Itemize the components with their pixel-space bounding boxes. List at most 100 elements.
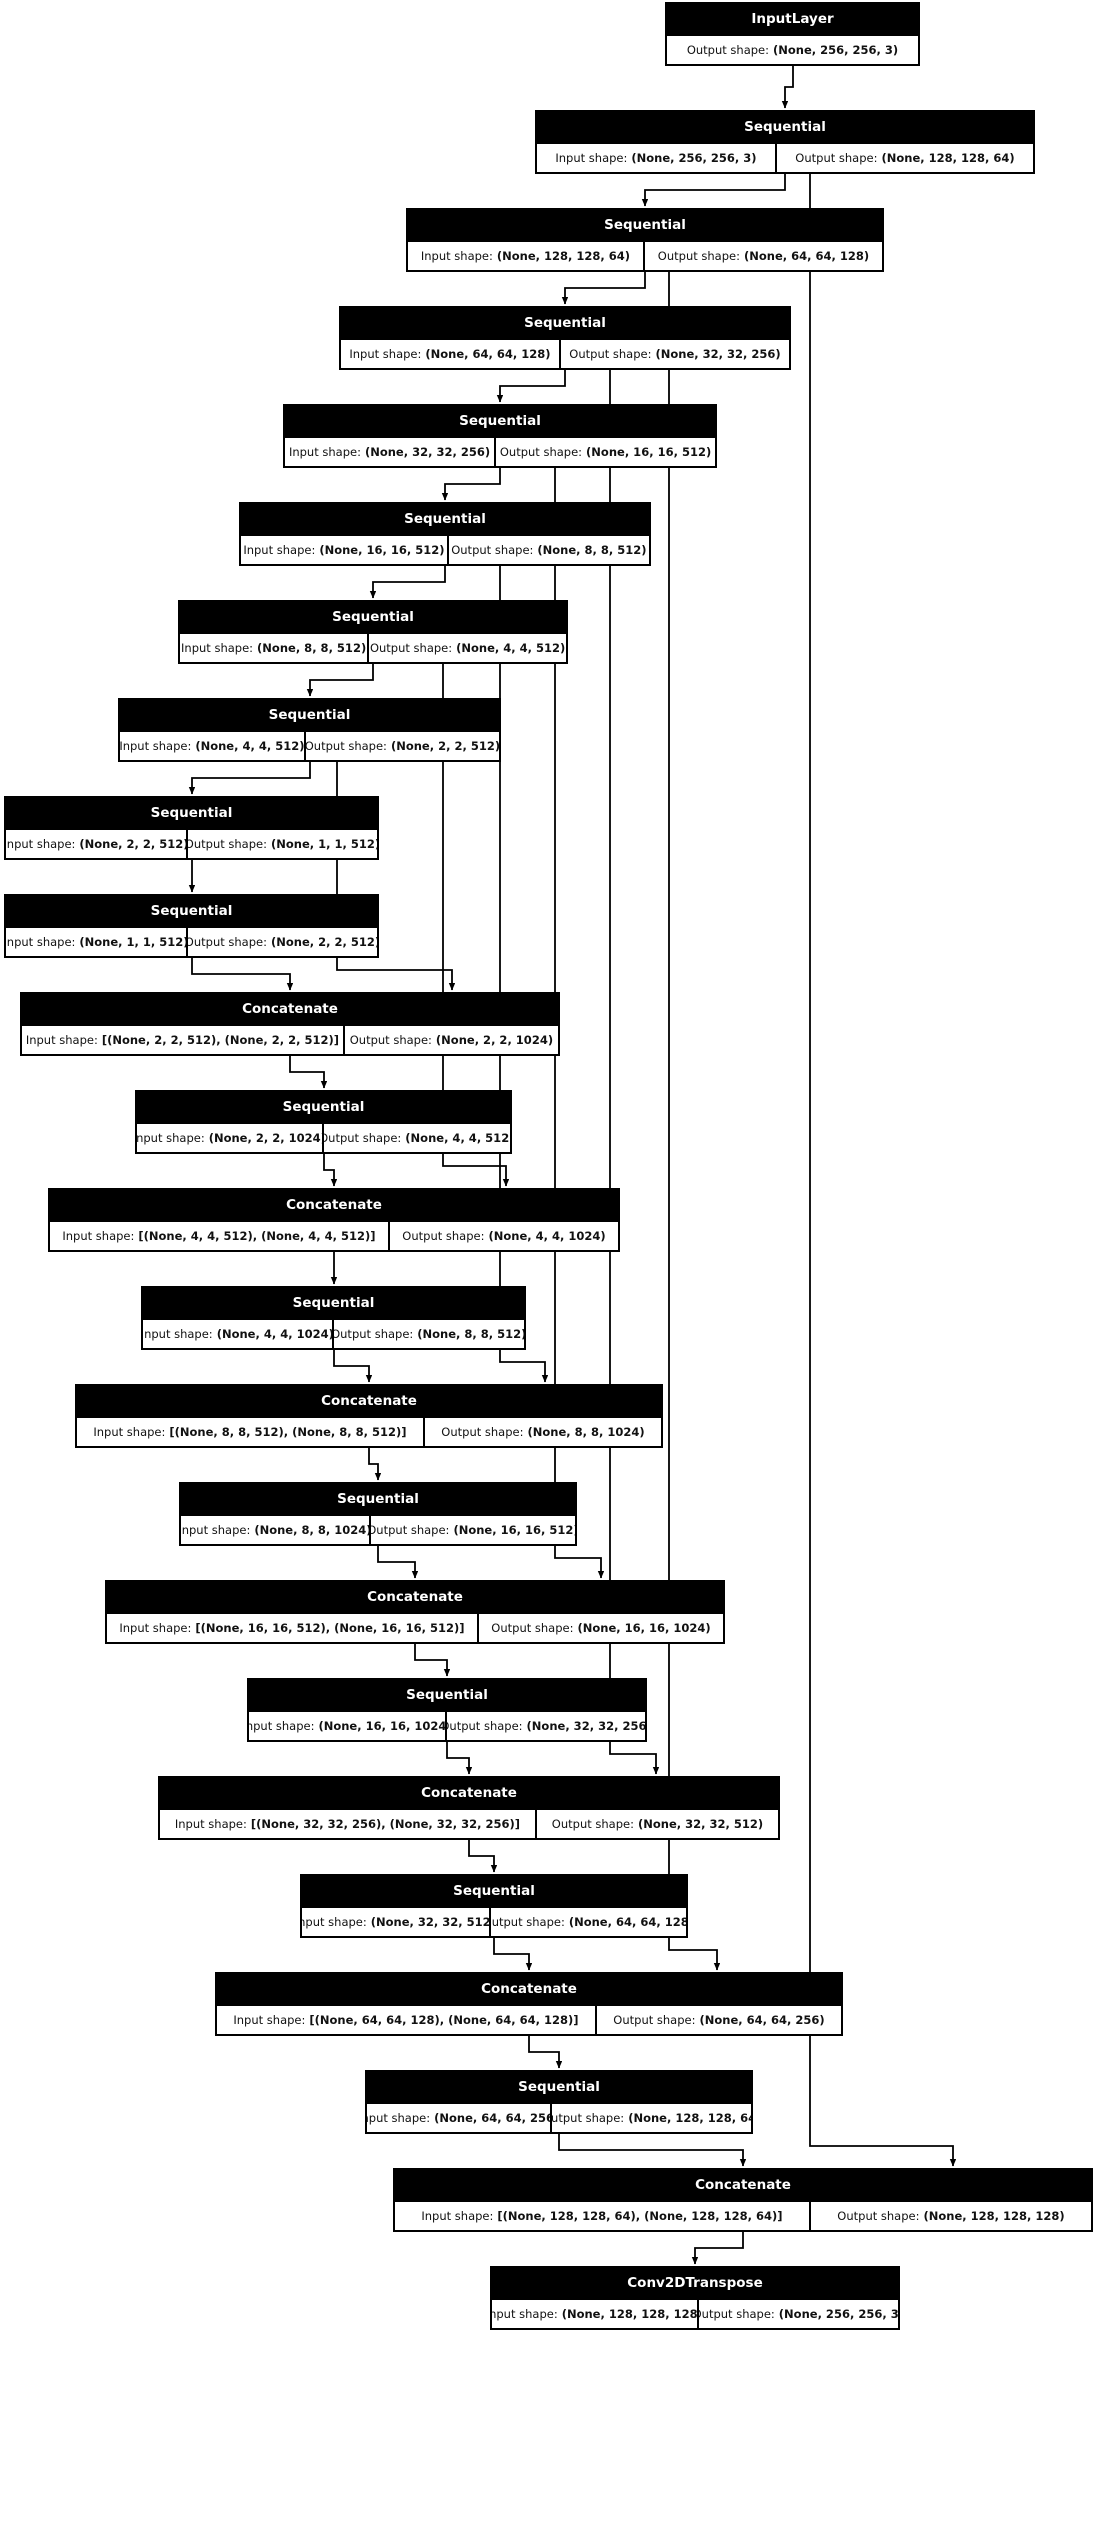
output-shape-value: (None, 8, 8, 1024) (527, 1425, 645, 1439)
node-shape-row: Input shape:(None, 128, 128, 64) Output s… (408, 240, 882, 270)
input-shape-label: Input shape: (233, 2013, 306, 2027)
node-shape-row: Input shape:(None, 4, 4, 512)Output shap… (120, 730, 499, 760)
node-input-shape: Input shape:(None, 4, 4, 1024) (143, 1320, 332, 1348)
output-shape-value: (None, 256, 256, 3) (778, 2307, 898, 2321)
node-title: Sequential (120, 700, 499, 730)
node-title: Sequential (408, 210, 882, 240)
node-output-shape: Output shape:(None, 4, 4, 1024) (387, 1222, 618, 1250)
input-shape-label: Input shape: (93, 1425, 166, 1439)
node-output-shape: Output shape:(None, 128, 128, 64) (550, 2104, 751, 2132)
node-title: Sequential (249, 1680, 645, 1710)
node-output-shape: Output shape:(None, 8, 8, 1024) (422, 1418, 661, 1446)
input-shape-label: Input shape: (181, 641, 254, 655)
input-shape-label: Input shape: (492, 2307, 558, 2321)
node-shape-row: Input shape:[(None, 128, 128, 64), (None… (395, 2200, 1091, 2230)
edge-n1-n2 (641, 172, 786, 207)
input-shape-value: (None, 4, 4, 1024) (216, 1327, 332, 1341)
edge-n10-n11 (289, 1054, 328, 1089)
input-shape-label: Input shape: (367, 2111, 431, 2125)
node-output-shape: Output shape:(None, 16, 16, 512) (494, 438, 715, 466)
node-output-shape: Output shape:(None, 8, 8, 512) (446, 536, 649, 564)
input-shape-label: Input shape: (120, 739, 192, 753)
input-shape-label: Input shape: (420, 249, 493, 263)
input-shape-label: Input shape: (119, 1621, 192, 1635)
input-shape-value: (None, 16, 16, 1024) (318, 1719, 446, 1733)
input-shape-value: (None, 128, 128, 64) (496, 249, 631, 263)
edge-n16-n17 (414, 1642, 451, 1677)
node-title: Sequential (285, 406, 715, 436)
output-shape-label: Output shape: (321, 1131, 402, 1145)
edge-n6-n7 (306, 662, 374, 697)
node-title: Sequential (341, 308, 789, 338)
edge-n0-n1 (781, 64, 794, 109)
node-output-shape: Output shape:(None, 32, 32, 256) (445, 1712, 645, 1740)
input-shape-value: (None, 2, 2, 512) (79, 837, 186, 851)
node-shape-row: Input shape:(None, 128, 128, 128)Output … (492, 2298, 898, 2328)
input-shape-label: Input shape: (174, 1817, 247, 1831)
output-shape-value: (None, 32, 32, 256) (526, 1719, 645, 1733)
node-output-shape: Output shape:(None, 64, 64, 256) (594, 2006, 841, 2034)
node-output-shape: Output shape:(None, 64, 64, 128) (642, 242, 882, 270)
output-shape-value: (None, 64, 64, 256) (699, 2013, 825, 2027)
node-output-shape: Output shape:(None, 2, 2, 512) (185, 928, 377, 956)
node-shape-row: Input shape:[(None, 2, 2, 512), (None, 2… (22, 1024, 558, 1054)
edge-n19-n20 (493, 1936, 533, 1971)
output-shape-value: (None, 256, 256, 3) (773, 43, 899, 57)
input-shape-value: (None, 4, 4, 512) (195, 739, 304, 753)
node-output-shape: Output shape:(None, 16, 16, 512) (368, 1516, 575, 1544)
node-shape-row: Input shape:[(None, 4, 4, 512), (None, 4… (50, 1220, 618, 1250)
node-title: Sequential (181, 1484, 575, 1514)
output-shape-label: Output shape: (369, 641, 453, 655)
node-input-shape: Input shape:(None, 2, 2, 1024) (137, 1124, 322, 1152)
edge-n14-n15 (368, 1446, 382, 1481)
node-shape-row: Input shape:(None, 32, 32, 256)Output sh… (285, 436, 715, 466)
node-input-shape: Input shape:(None, 8, 8, 1024) (181, 1516, 369, 1544)
input-shape-label: Input shape: (349, 347, 422, 361)
node-shape-row: Input shape:(None, 256, 256, 3)Output sh… (537, 142, 1033, 172)
node-shape-row: Input shape:(None, 32, 32, 512)Output sh… (302, 1906, 686, 1936)
node-title: Sequential (302, 1876, 686, 1906)
output-shape-label: Output shape: (837, 2209, 920, 2223)
input-shape-value: (None, 8, 8, 1024) (254, 1523, 369, 1537)
node-output-shape: Output shape:(None, 16, 16, 1024) (476, 1614, 723, 1642)
output-shape-label: Output shape: (613, 2013, 696, 2027)
node-shape-row: Output shape:(None, 256, 256, 3) (667, 34, 918, 64)
output-shape-label: Output shape: (551, 2111, 625, 2125)
node-shape-row: Input shape:(None, 4, 4, 1024)Output sha… (143, 1318, 524, 1348)
input-shape-value: (None, 1, 1, 512) (79, 935, 186, 949)
output-shape-value: (None, 128, 128, 64) (881, 151, 1015, 165)
output-shape-value: (None, 16, 16, 1024) (577, 1621, 711, 1635)
output-shape-value: (None, 128, 128, 128) (923, 2209, 1065, 2223)
node-title: Sequential (6, 798, 377, 828)
node-input-shape: Input shape:(None, 256, 256, 3) (537, 144, 775, 172)
output-shape-label: Output shape: (569, 347, 652, 361)
node-input-shape: Input shape:(None, 64, 64, 256) (367, 2104, 550, 2132)
skip-edge-n3-n18 (609, 368, 660, 1775)
edge-n2-n3 (561, 270, 646, 305)
input-shape-label: Input shape: (288, 445, 361, 459)
